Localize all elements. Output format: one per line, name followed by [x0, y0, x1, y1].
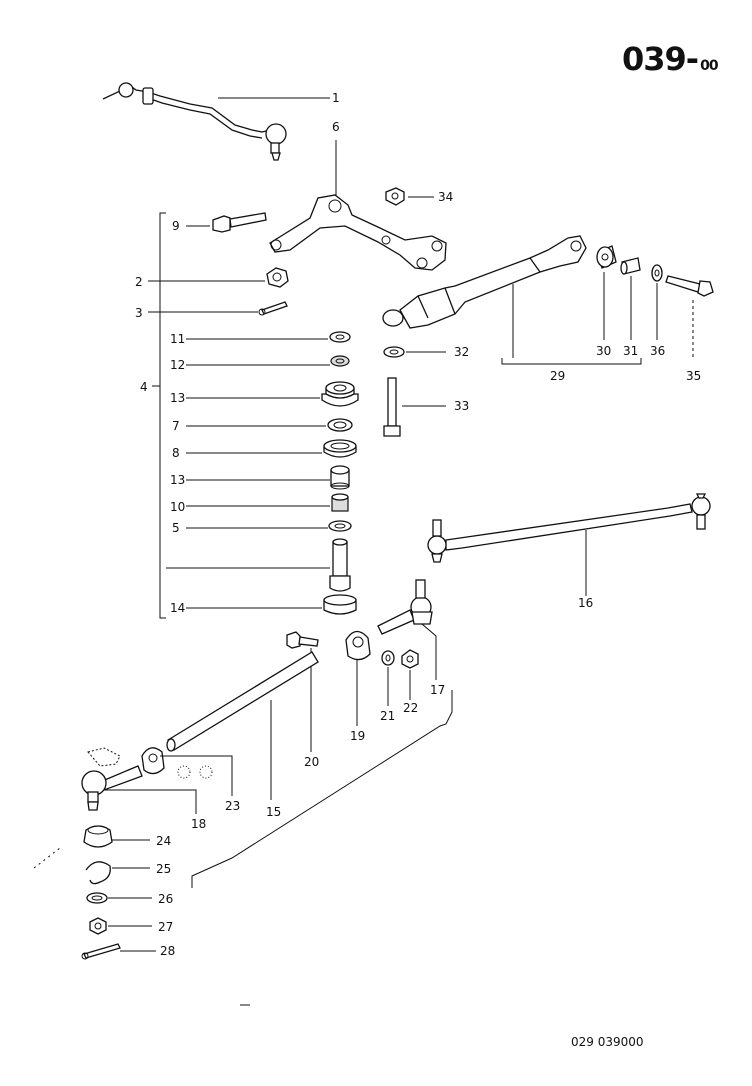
callout-13-bushing: 13	[170, 391, 185, 405]
part-20-bolt	[286, 631, 319, 649]
callout-29: 29	[550, 369, 565, 383]
callout-27: 27	[158, 920, 173, 934]
callout-28: 28	[160, 944, 175, 958]
part-14-cap	[323, 594, 357, 615]
part-13-sleeve	[330, 465, 350, 490]
part-7-washer	[327, 418, 353, 432]
callout-32: 32	[454, 345, 469, 359]
part-30-bushing	[596, 245, 617, 269]
callout-26: 26	[158, 892, 173, 906]
part-25-clip	[85, 861, 111, 885]
callout-10: 10	[170, 500, 185, 514]
part-3-cotter-pin	[258, 301, 288, 316]
group-suffix: 00	[700, 58, 719, 74]
callout-19: 19	[350, 729, 365, 743]
part-34-nut	[385, 187, 405, 206]
part-32-washer	[383, 346, 405, 358]
callout-23: 23	[225, 799, 240, 813]
callout-13-sleeve: 13	[170, 473, 185, 487]
callout-12: 12	[170, 358, 185, 372]
part-2-nut	[266, 267, 289, 288]
callout-8: 8	[172, 446, 180, 460]
callout-24: 24	[156, 834, 171, 848]
callout-15: 15	[266, 805, 281, 819]
part-33-bolt	[383, 377, 401, 437]
callout-3: 3	[135, 306, 143, 320]
callout-9: 9	[172, 219, 180, 233]
part-18-tie-rod-end	[81, 765, 143, 811]
part-5-washer	[328, 520, 352, 532]
callout-5: 5	[172, 521, 180, 535]
part-17-tie-rod-end	[377, 579, 433, 635]
part-22-nut	[401, 649, 419, 669]
callout-14: 14	[170, 601, 185, 615]
diagram-group-number: 039-00	[622, 40, 719, 78]
part-6-idler-bracket	[269, 194, 447, 271]
diagram-reference-code: 029 039000	[571, 1035, 644, 1049]
part-29-tie-rod-assembly	[382, 235, 587, 329]
callout-33: 33	[454, 399, 469, 413]
callout-18: 18	[191, 817, 206, 831]
part-23-clamp	[87, 747, 213, 779]
part-10-sleeve	[331, 493, 349, 512]
callout-2: 2	[135, 275, 143, 289]
callout-21: 21	[380, 709, 395, 723]
callout-35: 35	[686, 369, 701, 383]
callout-22: 22	[403, 701, 418, 715]
callout-7: 7	[172, 419, 180, 433]
group-dash: -	[685, 40, 699, 78]
part-36-washer	[651, 264, 663, 282]
part-19-clamp	[345, 630, 371, 661]
part-16-tie-rod	[427, 493, 711, 563]
part-26-ring	[86, 892, 108, 904]
callout-4: 4	[140, 380, 148, 394]
callout-1: 1	[332, 91, 340, 105]
part-35-bolt	[665, 275, 714, 297]
callout-17: 17	[430, 683, 445, 697]
group-number: 039	[622, 40, 687, 78]
part-15-adjusting-tube	[166, 651, 319, 752]
callout-36: 36	[650, 344, 665, 358]
part-12-ring	[330, 355, 350, 367]
part-9-bolt	[212, 212, 267, 233]
callout-20: 20	[304, 755, 319, 769]
part-pivot-pin	[329, 538, 351, 592]
part-8-ring	[323, 439, 357, 458]
part-24-boot	[83, 825, 113, 848]
callout-16: 16	[578, 596, 593, 610]
callout-11: 11	[170, 332, 185, 346]
callout-25: 25	[156, 862, 171, 876]
callout-34: 34	[438, 190, 453, 204]
callout-30: 30	[596, 344, 611, 358]
part-28-cotter-pin	[81, 943, 121, 960]
part-11-washer	[329, 331, 351, 343]
part-31-sleeve	[620, 257, 641, 275]
callout-31: 31	[623, 344, 638, 358]
callout-6: 6	[332, 120, 340, 134]
part-21-washer	[381, 650, 395, 666]
part-13-bushing-top	[321, 381, 359, 407]
part-1-drag-link	[102, 82, 287, 161]
part-27-nut	[89, 917, 107, 935]
